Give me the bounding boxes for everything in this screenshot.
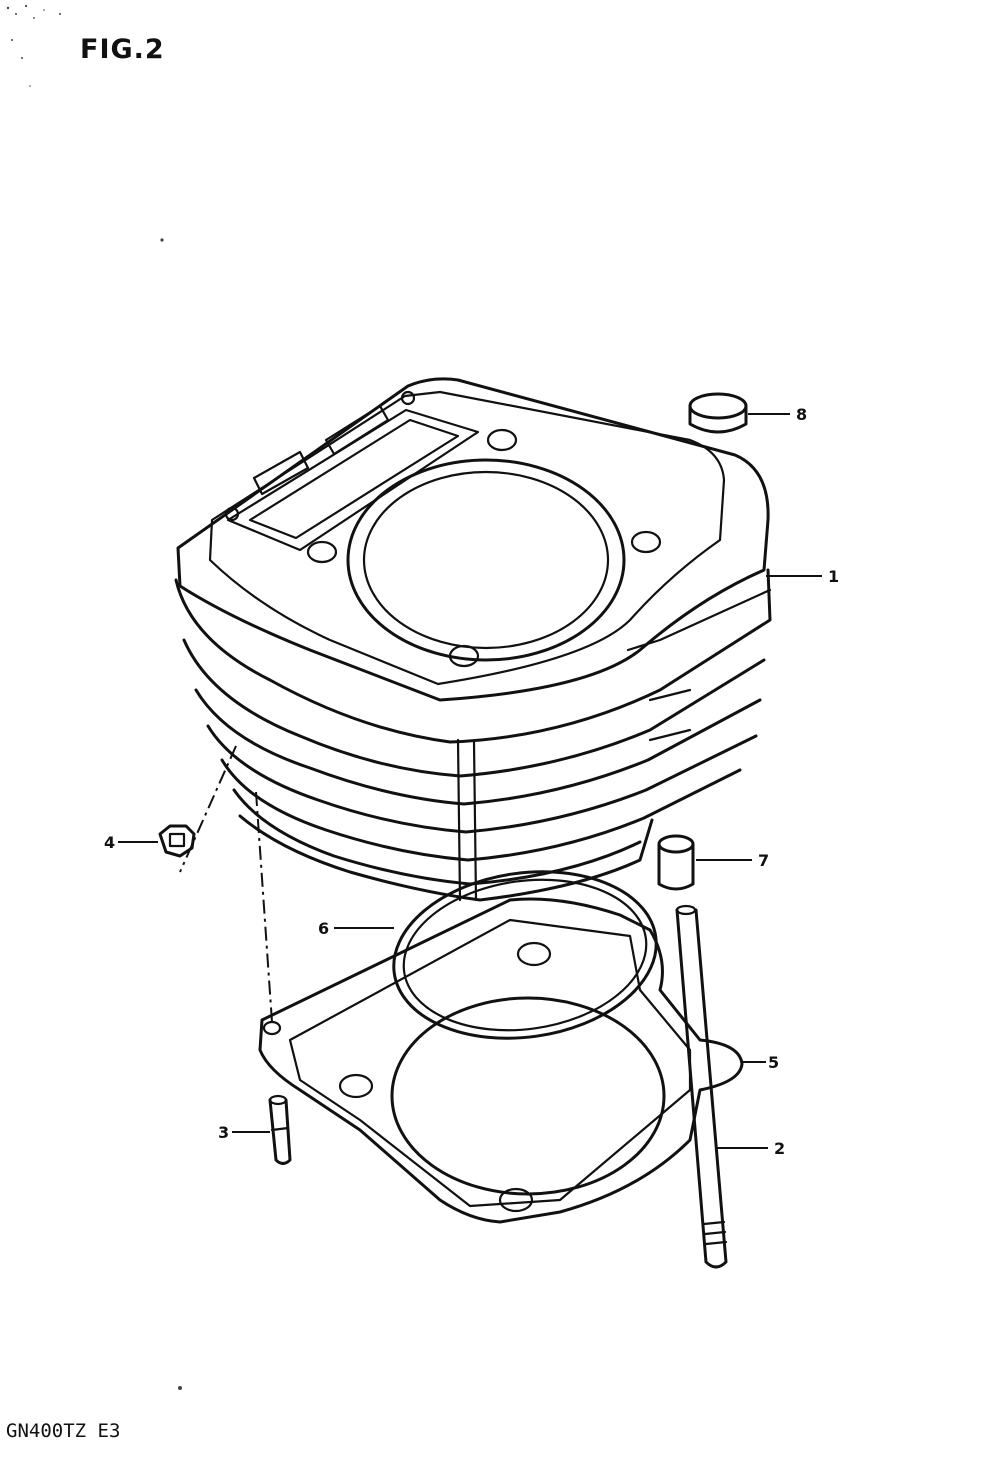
dowel-pin-top [688,392,748,434]
leader-lines [118,413,822,1149]
callout-4: 4 [104,833,115,852]
callout-3: 3 [218,1123,229,1142]
alignment-lines [179,745,273,1023]
stud-short [268,1094,292,1165]
callout-6: 6 [318,919,329,938]
plug [158,824,196,858]
scan-noise [6,4,182,1390]
callout-8: 8 [796,405,807,424]
dowel-pin-lower [657,834,695,891]
model-code: GN400TZ E3 [6,1420,121,1442]
callout-7: 7 [758,851,769,870]
stud-long [675,904,728,1269]
cylinder [174,377,772,902]
figure-title: FIG.2 [80,34,165,65]
callout-1: 1 [828,567,839,586]
callout-5: 5 [768,1053,779,1072]
o-ring [392,870,658,1040]
base-gasket [258,897,744,1224]
callout-2: 2 [774,1139,785,1158]
